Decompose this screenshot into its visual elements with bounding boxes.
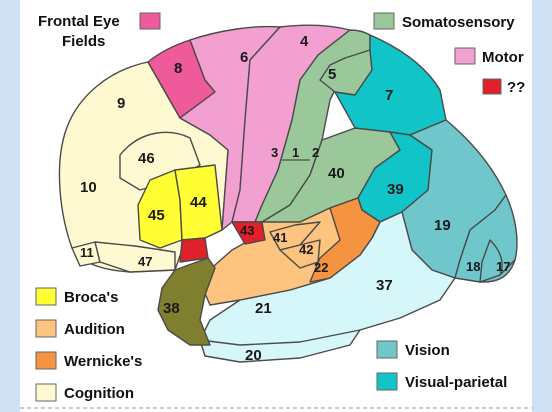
legend-swatch-vision [377,341,397,358]
area-label-47: 47 [138,254,152,269]
area-label-45: 45 [148,207,165,224]
area-label-10: 10 [80,179,97,196]
legend-swatch-unknown [483,79,501,94]
legend-swatch-somatosensory [374,13,394,29]
area-label-17: 17 [496,259,510,274]
legend-motor: Motor [482,49,524,66]
area-label-4: 4 [300,33,309,50]
legend-swatch-wernickes [36,352,56,369]
area-label-44: 44 [190,194,207,211]
area-label-43: 43 [240,223,254,238]
legend-swatch-visual-parietal [377,373,397,390]
area-label-39: 39 [387,181,404,198]
area-label-18: 18 [466,259,480,274]
area-label-41: 41 [273,230,287,245]
legend-swatch-motor [455,48,475,64]
area-label-21: 21 [255,300,272,317]
legend-vision: Vision [405,342,450,359]
legend-frontal-eye-fields-line2: Fields [62,33,105,50]
legend-wernickes: Wernicke's [64,353,142,370]
area-label-1: 1 [292,145,299,160]
area-label-6: 6 [240,49,248,66]
legend-frontal-eye-fields-line1: Frontal Eye [38,13,120,30]
area-label-9: 9 [117,95,125,112]
area-label-19: 19 [434,217,451,234]
area-label-7: 7 [385,87,393,104]
region-unknown-1 [180,238,208,262]
area-label-8: 8 [174,60,182,77]
legend-swatch-audition [36,320,56,337]
area-label-20: 20 [245,347,262,364]
area-label-42: 42 [299,242,313,257]
area-label-22: 22 [314,260,328,275]
legend-audition: Audition [64,321,125,338]
area-label-3: 3 [271,145,278,160]
area-label-2: 2 [312,145,319,160]
area-label-38: 38 [163,300,180,317]
legend-cognition: Cognition [64,385,134,402]
legend-unknown: ?? [507,79,525,96]
area-label-40: 40 [328,165,345,182]
area-label-11: 11 [80,245,94,260]
legend-swatch-frontal-eye-fields [140,13,160,29]
legend-visual-parietal: Visual-parietal [405,374,507,391]
legend-swatch-brocas [36,288,56,305]
legend-swatch-cognition [36,384,56,401]
area-label-46: 46 [138,150,155,167]
legend-brocas: Broca's [64,289,118,306]
area-label-5: 5 [328,66,336,83]
legend-somatosensory: Somatosensory [402,14,515,31]
area-label-37: 37 [376,277,393,294]
